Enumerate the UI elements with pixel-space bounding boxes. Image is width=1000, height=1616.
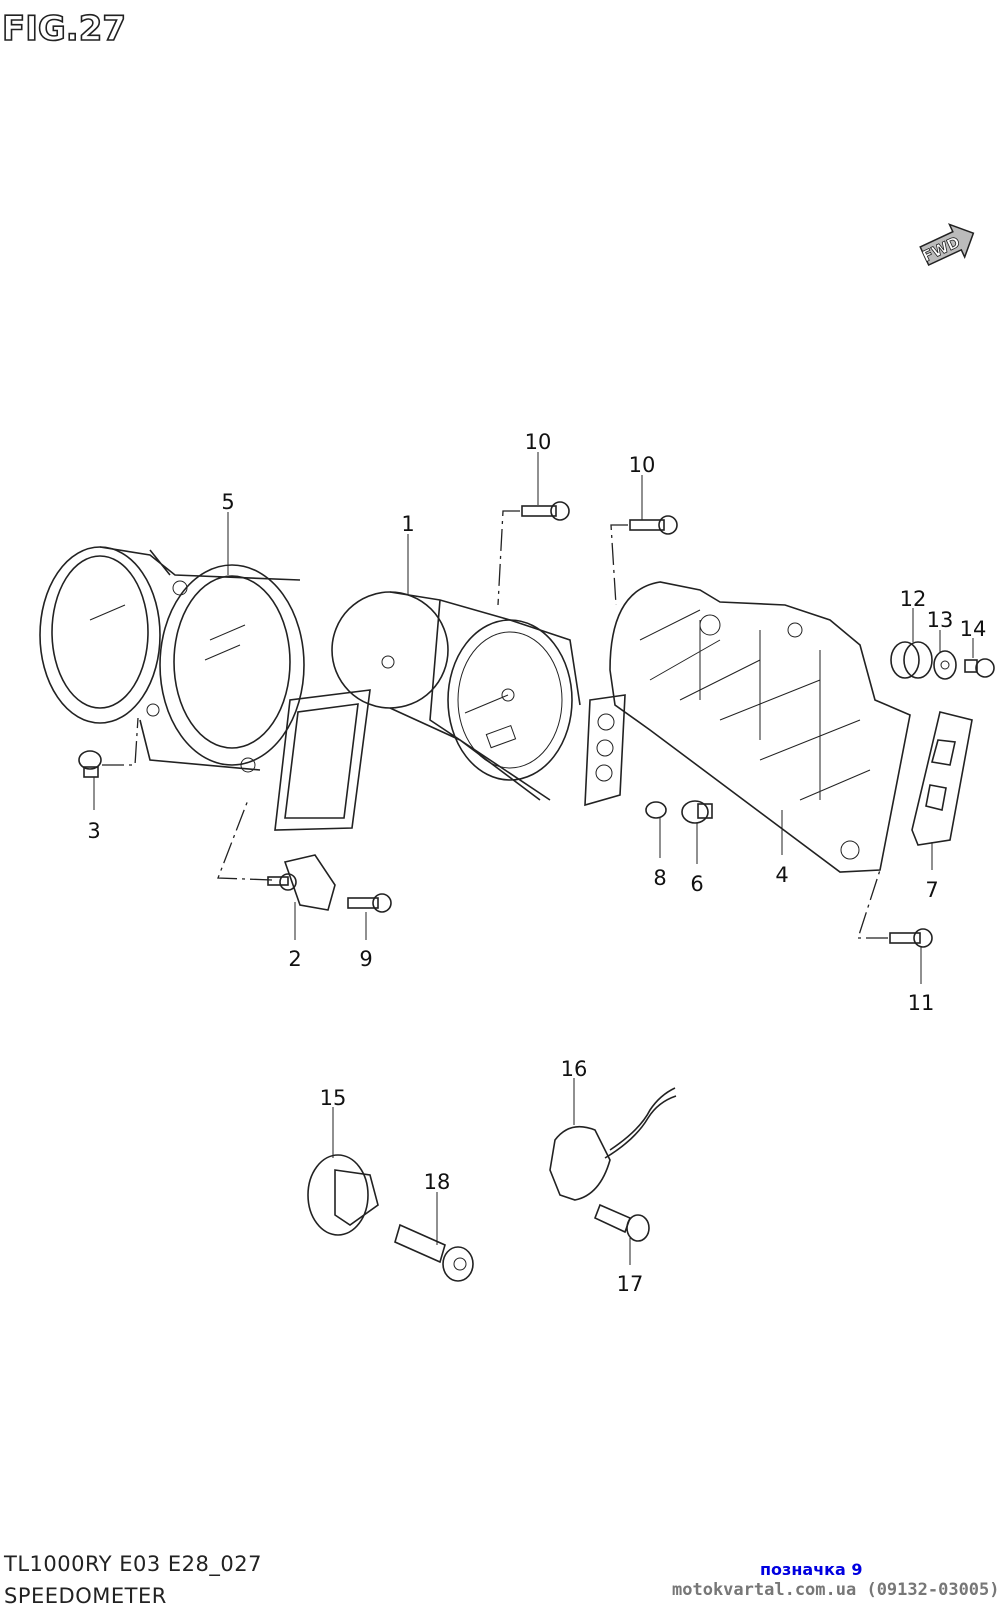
- callout-15: 15: [320, 1086, 347, 1110]
- figure-title: FIG.27: [2, 9, 126, 49]
- part-16-speed-sensor: [549, 1087, 677, 1201]
- part-7-gasket: [911, 711, 973, 846]
- screw-9: [347, 893, 392, 913]
- callout-8: 8: [653, 866, 666, 890]
- screw-10b: [629, 515, 678, 535]
- callout-10a: 10: [525, 430, 552, 454]
- callout-5: 5: [221, 490, 234, 514]
- callout-4: 4: [775, 863, 788, 887]
- callout-17: 17: [617, 1272, 644, 1296]
- part-2-bracket: [267, 854, 336, 911]
- callout-14: 14: [960, 617, 987, 641]
- part-6-socket: [681, 800, 713, 824]
- callout-7: 7: [925, 878, 938, 902]
- callout-9: 9: [359, 947, 372, 971]
- site-watermark: motokvartal.com.ua (09132-03005): [672, 1580, 1000, 1600]
- leader-lines: [93, 452, 974, 1265]
- part-1-meter-assembly: [331, 591, 626, 807]
- screw-10a: [521, 501, 570, 521]
- mark-label: позначка 9: [760, 1560, 863, 1579]
- part-18-bolt: [394, 1223, 474, 1282]
- part-15-sensor-rotor: [307, 1154, 379, 1236]
- parts-12-13-14-grommet-washer-screw: [890, 641, 995, 680]
- part-4-meter-case: [609, 581, 911, 873]
- part-17-screw: [593, 1203, 650, 1242]
- callout-18: 18: [424, 1170, 451, 1194]
- callout-1: 1: [401, 512, 414, 536]
- callout-6: 6: [690, 872, 703, 896]
- callout-16: 16: [561, 1057, 588, 1081]
- model-code: TL1000RY E03 E28_027: [4, 1552, 262, 1576]
- callout-12: 12: [900, 587, 927, 611]
- callout-11: 11: [908, 991, 935, 1015]
- callout-2: 2: [288, 947, 301, 971]
- part-5-meter-cover: [39, 546, 371, 831]
- section-title: SPEEDOMETER: [4, 1584, 167, 1608]
- callout-13: 13: [927, 608, 954, 632]
- part-8-bulb: [645, 801, 667, 819]
- callout-10b: 10: [629, 453, 656, 477]
- callout-3: 3: [87, 819, 100, 843]
- fwd-arrow-icon: FWD: [919, 223, 975, 266]
- screw-11: [889, 928, 933, 948]
- part-3-cushion: [78, 750, 102, 778]
